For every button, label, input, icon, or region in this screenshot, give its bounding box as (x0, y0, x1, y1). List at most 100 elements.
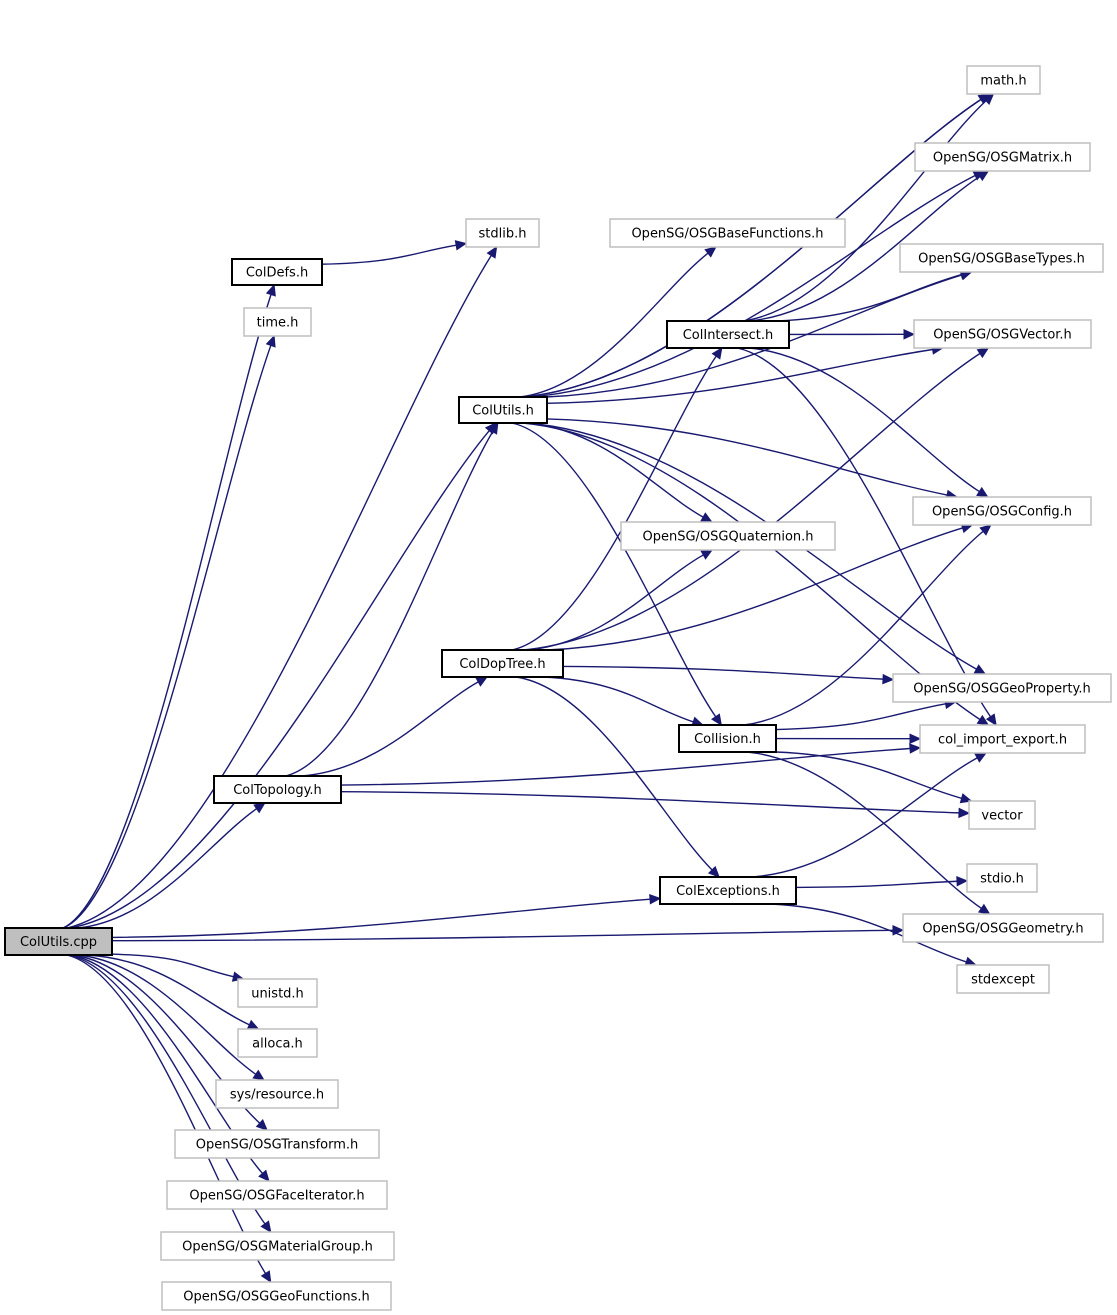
node-box (912, 496, 1092, 526)
edge-collision-to-osggeometry (747, 751, 991, 915)
edge-root-to-osggeometry (111, 925, 905, 942)
node-box (4, 927, 113, 956)
arrowhead-icon (700, 512, 713, 523)
node-coldoptree[interactable]: ColDopTree.h (441, 649, 564, 678)
edge-colintersect-to-osgconfig (748, 347, 989, 498)
edge-coldefs-to-stdlib (321, 240, 468, 265)
node-box (166, 1180, 388, 1210)
node-box (215, 1079, 339, 1109)
node-box (914, 142, 1091, 172)
edge-line (77, 954, 257, 1075)
arrowhead-icon (979, 524, 992, 536)
arrowhead-icon (707, 865, 720, 878)
edge-line (301, 681, 479, 777)
node-sysresource: sys/resource.h (215, 1079, 339, 1109)
node-stdio: stdio.h (966, 863, 1038, 893)
node-label: ColTopology.h (233, 783, 322, 798)
node-label: alloca.h (252, 1037, 303, 1052)
edge-line (66, 954, 267, 1274)
node-osggeometry: OpenSG/OSGGeometry.h (902, 913, 1104, 943)
node-box (966, 65, 1041, 95)
node-coltopology[interactable]: ColTopology.h (213, 775, 342, 804)
node-unistd: unistd.h (237, 978, 318, 1008)
node-osgbasetypes: OpenSG/OSGBaseTypes.h (899, 243, 1104, 273)
node-box (666, 320, 790, 349)
node-osgconfig: OpenSG/OSGConfig.h (912, 496, 1092, 526)
node-box (919, 724, 1086, 754)
arrowhead-icon (985, 713, 997, 727)
node-box (231, 258, 323, 286)
edge-line (795, 880, 958, 889)
node-box (659, 876, 797, 905)
node-label: OpenSG/OSGBaseFunctions.h (631, 227, 823, 242)
node-box (902, 913, 1104, 943)
arrowhead-icon (976, 714, 990, 726)
node-collision[interactable]: Collision.h (678, 724, 777, 753)
edge-line (526, 422, 704, 518)
arrowhead-icon (265, 283, 276, 297)
node-osgtransform: OpenSG/OSGTransform.h (174, 1129, 380, 1159)
arrowhead-icon (253, 802, 266, 814)
node-math: math.h (966, 65, 1041, 95)
node-colexceptions[interactable]: ColExceptions.h (659, 876, 797, 905)
node-box (609, 218, 846, 248)
arrowhead-icon (958, 807, 971, 819)
edge-line (87, 954, 250, 1026)
node-label: stdexcept (971, 973, 1035, 988)
edge-line (546, 527, 963, 651)
edge-line (528, 174, 976, 398)
node-osgmatrix: OpenSG/OSGMatrix.h (914, 142, 1091, 172)
arrowhead-icon (977, 903, 991, 915)
edge-line (519, 252, 709, 398)
arrowhead-icon (649, 893, 662, 905)
node-osgquaternion: OpenSG/OSGQuaternion.h (620, 521, 836, 551)
arrowhead-icon (252, 1069, 265, 1081)
node-stdlib: stdlib.h (465, 218, 540, 248)
edge-line (748, 347, 980, 493)
arrowhead-icon (982, 93, 995, 105)
node-root[interactable]: ColUtils.cpp (4, 927, 113, 956)
node-box (174, 1129, 380, 1159)
node-osgbasefunctions: OpenSG/OSGBaseFunctions.h (609, 218, 846, 248)
edge-root-to-colexceptions (111, 893, 662, 939)
node-osgvector: OpenSG/OSGVector.h (913, 319, 1092, 349)
edge-coltopology-to-colimportexport (340, 743, 922, 786)
edge-line (285, 431, 494, 777)
edge-line (63, 345, 272, 929)
edge-colutilsh-to-osgconfig (546, 418, 959, 501)
edge-line (747, 751, 982, 909)
node-colutilsh[interactable]: ColUtils.h (458, 396, 548, 424)
edge-colintersect-to-math (742, 93, 995, 322)
node-label: OpenSG/OSGGeometry.h (922, 922, 1083, 937)
edge-line (752, 757, 978, 878)
arrowhead-icon (974, 752, 988, 763)
edge-line (742, 100, 987, 322)
edge-coldoptree-to-colexceptions (515, 676, 720, 878)
edge-root-to-time (63, 334, 276, 929)
arrowhead-icon (475, 676, 489, 687)
edge-coldoptree-to-osggeoproperty (562, 665, 895, 685)
node-alloca: alloca.h (237, 1028, 318, 1058)
edge-coldoptree-to-collision (542, 676, 704, 727)
node-time: time.h (243, 307, 312, 337)
edges-layer (62, 93, 997, 1284)
arrowhead-icon (903, 329, 916, 340)
node-coldefs[interactable]: ColDefs.h (231, 258, 323, 286)
node-label: vector (981, 809, 1023, 824)
node-label: OpenSG/OSGMatrix.h (933, 151, 1072, 166)
node-box (678, 724, 777, 753)
node-box (458, 396, 548, 424)
node-colintersect[interactable]: ColIntersect.h (666, 320, 790, 349)
arrowhead-icon (976, 170, 990, 182)
edge-line (775, 751, 962, 799)
node-box (441, 649, 564, 678)
edge-line (743, 530, 984, 726)
edge-line (546, 418, 948, 496)
node-label: time.h (257, 316, 299, 331)
arrowhead-icon (260, 1270, 272, 1284)
edge-root-to-stdlib (66, 245, 498, 929)
node-label: sys/resource.h (230, 1088, 324, 1103)
node-osggeofunctions: OpenSG/OSGGeoFunctions.h (161, 1281, 392, 1311)
node-label: ColDopTree.h (459, 657, 545, 672)
edge-line (62, 294, 272, 929)
